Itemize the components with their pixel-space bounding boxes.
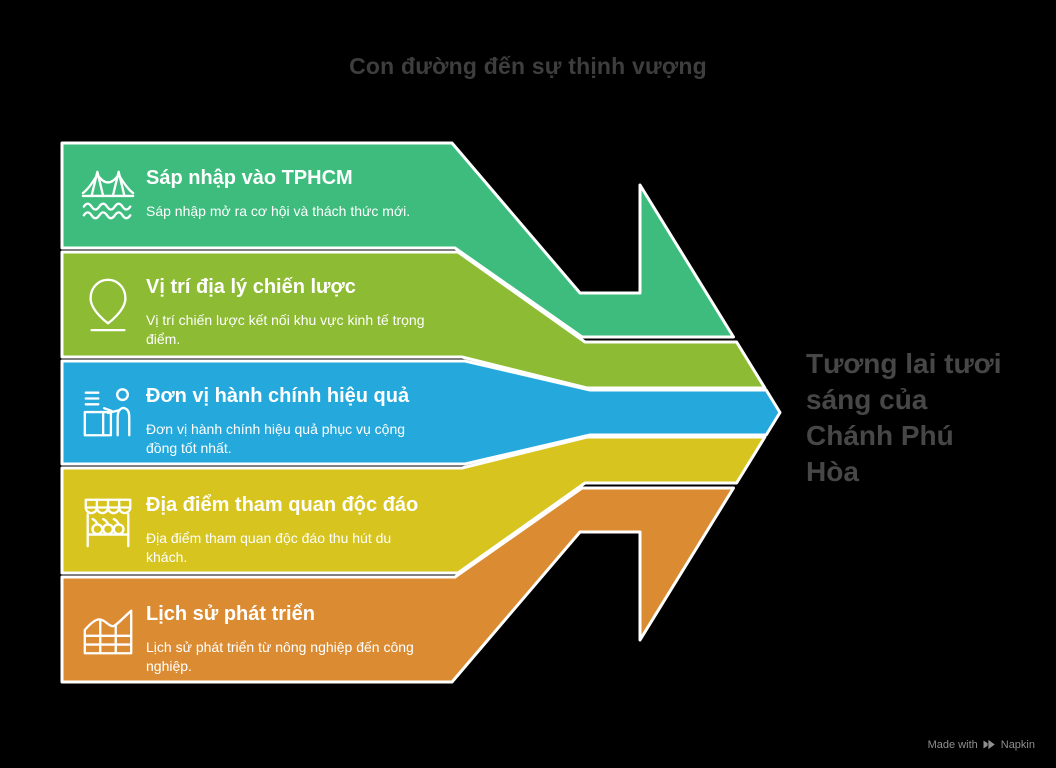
band-4: Địa điểm tham quan độc đáo Địa điểm tham…	[62, 470, 472, 575]
band-4-ribbon-shape	[60, 435, 767, 575]
headline: Tương lai tươi sáng của Chánh Phú Hòa	[806, 346, 1036, 490]
band-1-ribbon-shape	[60, 141, 735, 339]
field-grid-icon	[79, 602, 137, 660]
band-1-title: Sáp nhập vào TPHCM	[146, 167, 353, 189]
band-3-title: Đơn vị hành chính hiệu quả	[146, 385, 410, 407]
band-5: Lịch sử phát triển Lịch sử phát triển từ…	[62, 579, 472, 684]
reception-desk-icon	[79, 384, 137, 442]
band-2-title: Vị trí địa lý chiến lược	[146, 276, 356, 298]
band-3: Đơn vị hành chính hiệu quả Đơn vị hành c…	[62, 361, 472, 466]
band-3-ribbon-shape	[60, 359, 782, 466]
band-2-ribbon-shape	[60, 250, 767, 390]
market-stall-icon	[79, 493, 137, 551]
band-2: Vị trí địa lý chiến lược Vị trí chiến lư…	[62, 252, 472, 357]
bridge-icon	[79, 166, 137, 224]
diagram-title: Con đường đến sự thịnh vượng	[349, 53, 707, 79]
band-4-title: Địa điểm tham quan độc đáo	[146, 494, 419, 516]
band-5-ribbon-shape	[60, 486, 735, 684]
made-with-label: Made with	[927, 738, 978, 751]
headline-line: Tương lai tươi	[806, 348, 1002, 379]
band-1-description: Sáp nhập mở ra cơ hội và thách thức mới.	[146, 203, 411, 219]
headline-line: Chánh Phú	[806, 420, 954, 451]
napkin-brand-label: Napkin	[1000, 738, 1035, 751]
napkin-logo-icon	[983, 738, 996, 751]
location-pin-icon	[79, 275, 137, 333]
band-5-description: Lịch sử phát triển từ nông nghiệp đến cô…	[146, 639, 414, 674]
band-1: Sáp nhập vào TPHCM Sáp nhập mở ra cơ hội…	[62, 143, 472, 248]
headline-line: Hòa	[806, 456, 859, 487]
headline-line: sáng của	[806, 384, 928, 415]
made-with-napkin-badge[interactable]: Made with Napkin	[928, 738, 1035, 751]
band-5-title: Lịch sử phát triển	[146, 603, 315, 625]
band-2-description: Vị trí chiến lược kết nối khu vực kinh t…	[146, 312, 425, 347]
